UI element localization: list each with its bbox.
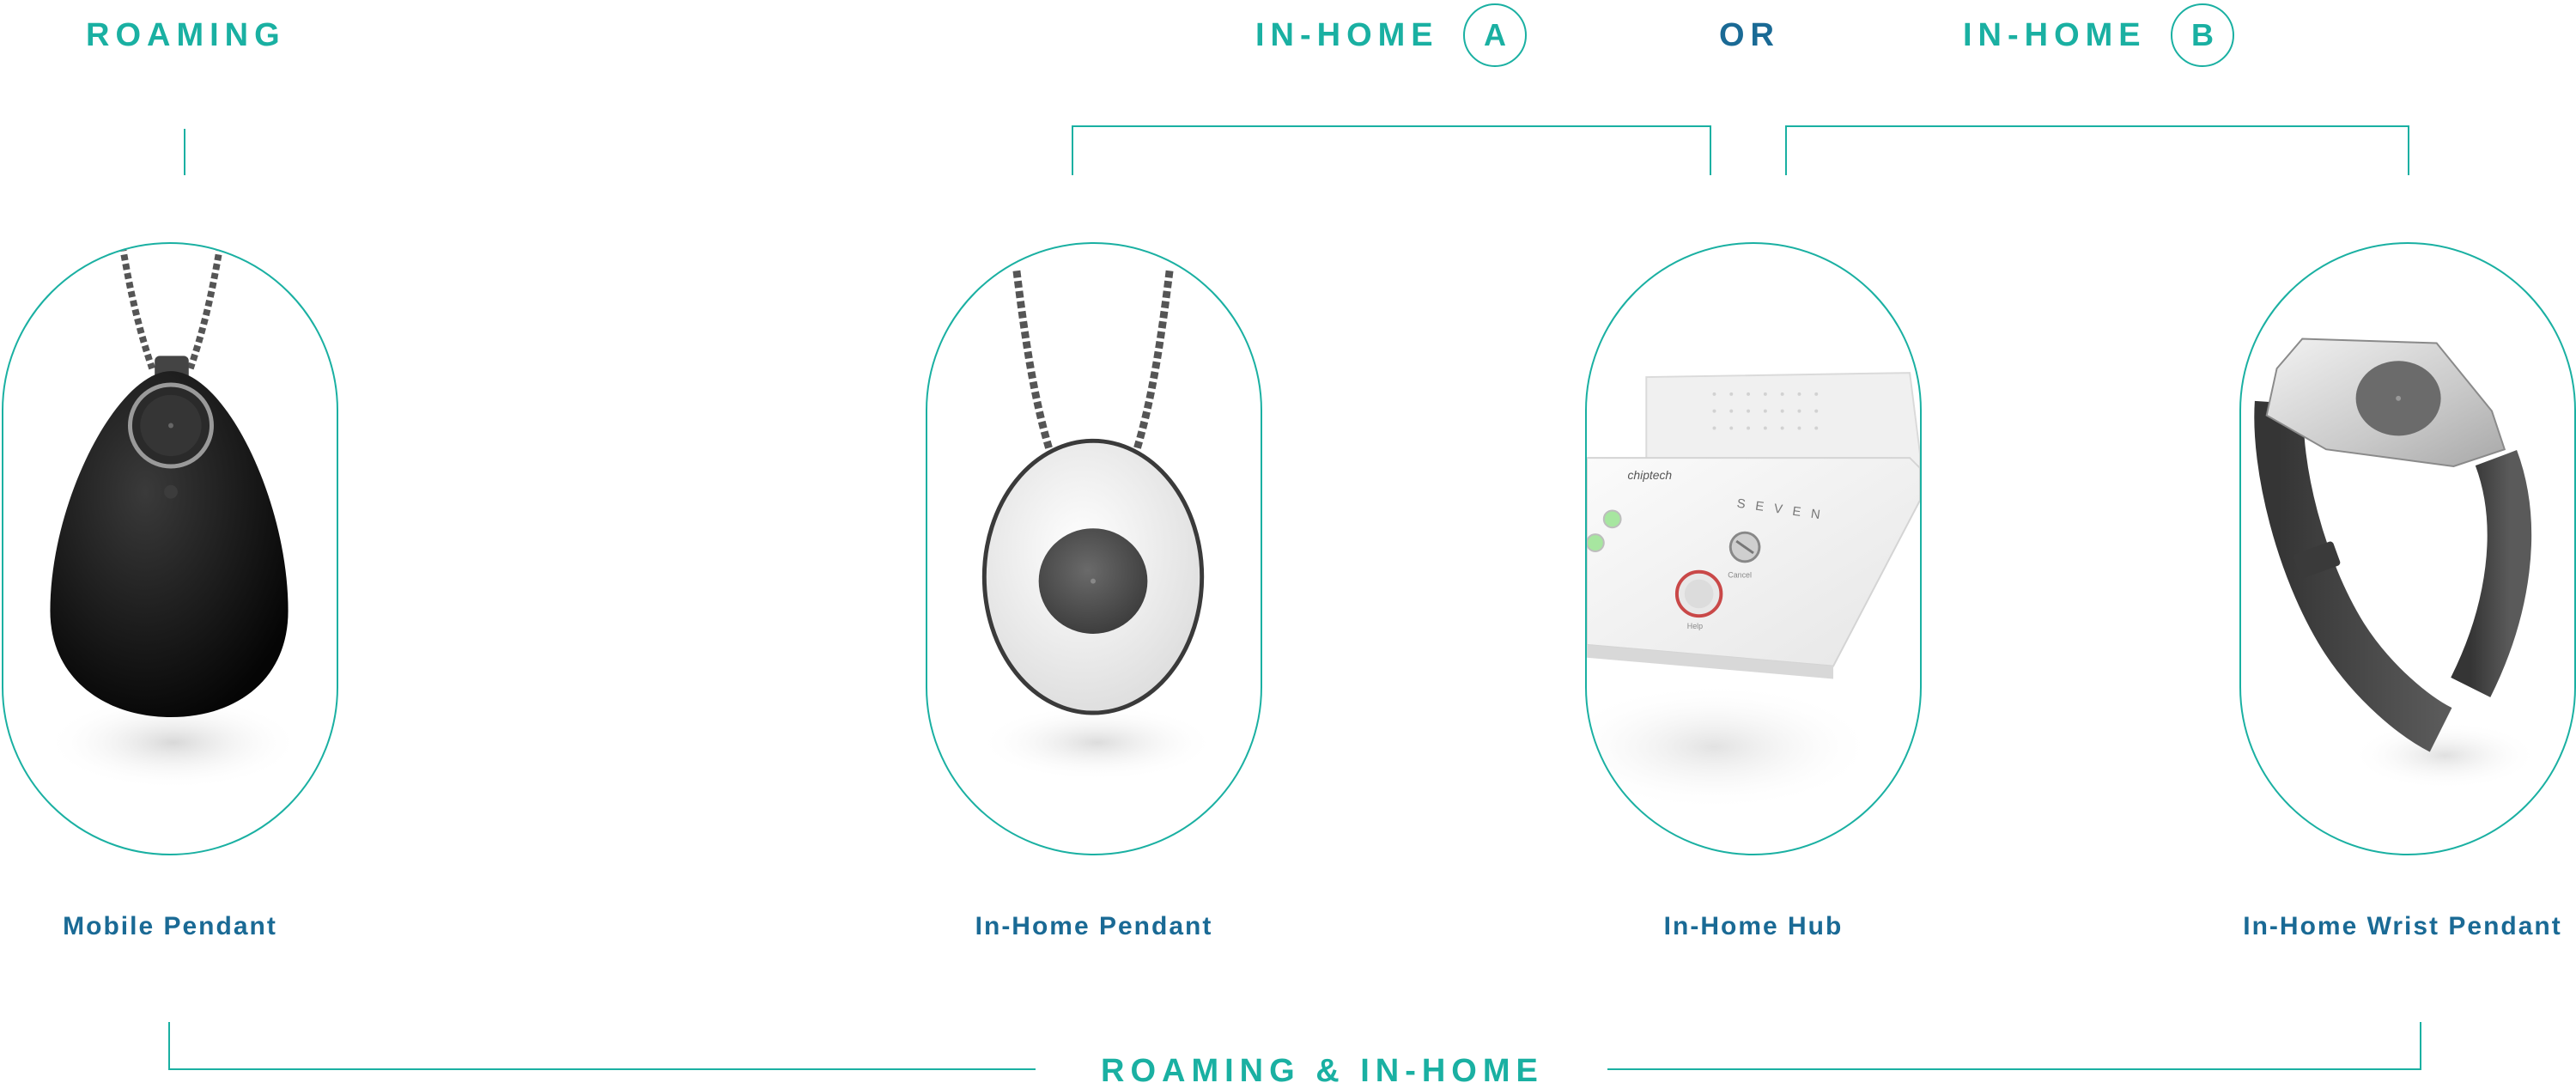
or-divider: OR — [1719, 17, 1780, 53]
in-home-hub-card[interactable]: chiptech SEVEN Cancel Help — [1585, 242, 1922, 855]
in-home-a-header: IN-HOME — [1255, 17, 1439, 53]
roaming-connector — [184, 129, 185, 175]
in-home-wrist-pendant-card[interactable] — [2239, 242, 2576, 855]
white-base-station-hub-icon: chiptech SEVEN Cancel Help — [1587, 372, 1920, 811]
device-label-in-home-hub: In-Home Hub — [1663, 912, 1844, 940]
hub-help-label: Help — [1687, 622, 1703, 630]
roaming-in-home-header: ROAMING & IN-HOME — [1101, 1053, 1544, 1089]
in-home-b-header: IN-HOME — [1963, 17, 2147, 53]
wrist-band-pendant-icon — [2254, 338, 2539, 790]
hub-cancel-label: Cancel — [1728, 571, 1752, 580]
black-teardrop-pendant-icon — [46, 244, 301, 790]
roaming-header: ROAMING — [86, 17, 286, 53]
device-label-mobile-pendant: Mobile Pendant — [63, 912, 277, 940]
white-oval-pendant-icon — [978, 270, 1217, 782]
hub-brand: chiptech — [1628, 468, 1673, 482]
badge-b: B — [2171, 3, 2234, 67]
badge-a: A — [1463, 3, 1527, 67]
in-home-pendant-card[interactable] — [926, 242, 1262, 855]
device-label-in-home-wrist-pendant: In-Home Wrist Pendant — [2243, 912, 2562, 940]
mobile-pendant-card[interactable] — [2, 242, 338, 855]
device-label-in-home-pendant: In-Home Pendant — [975, 912, 1213, 940]
